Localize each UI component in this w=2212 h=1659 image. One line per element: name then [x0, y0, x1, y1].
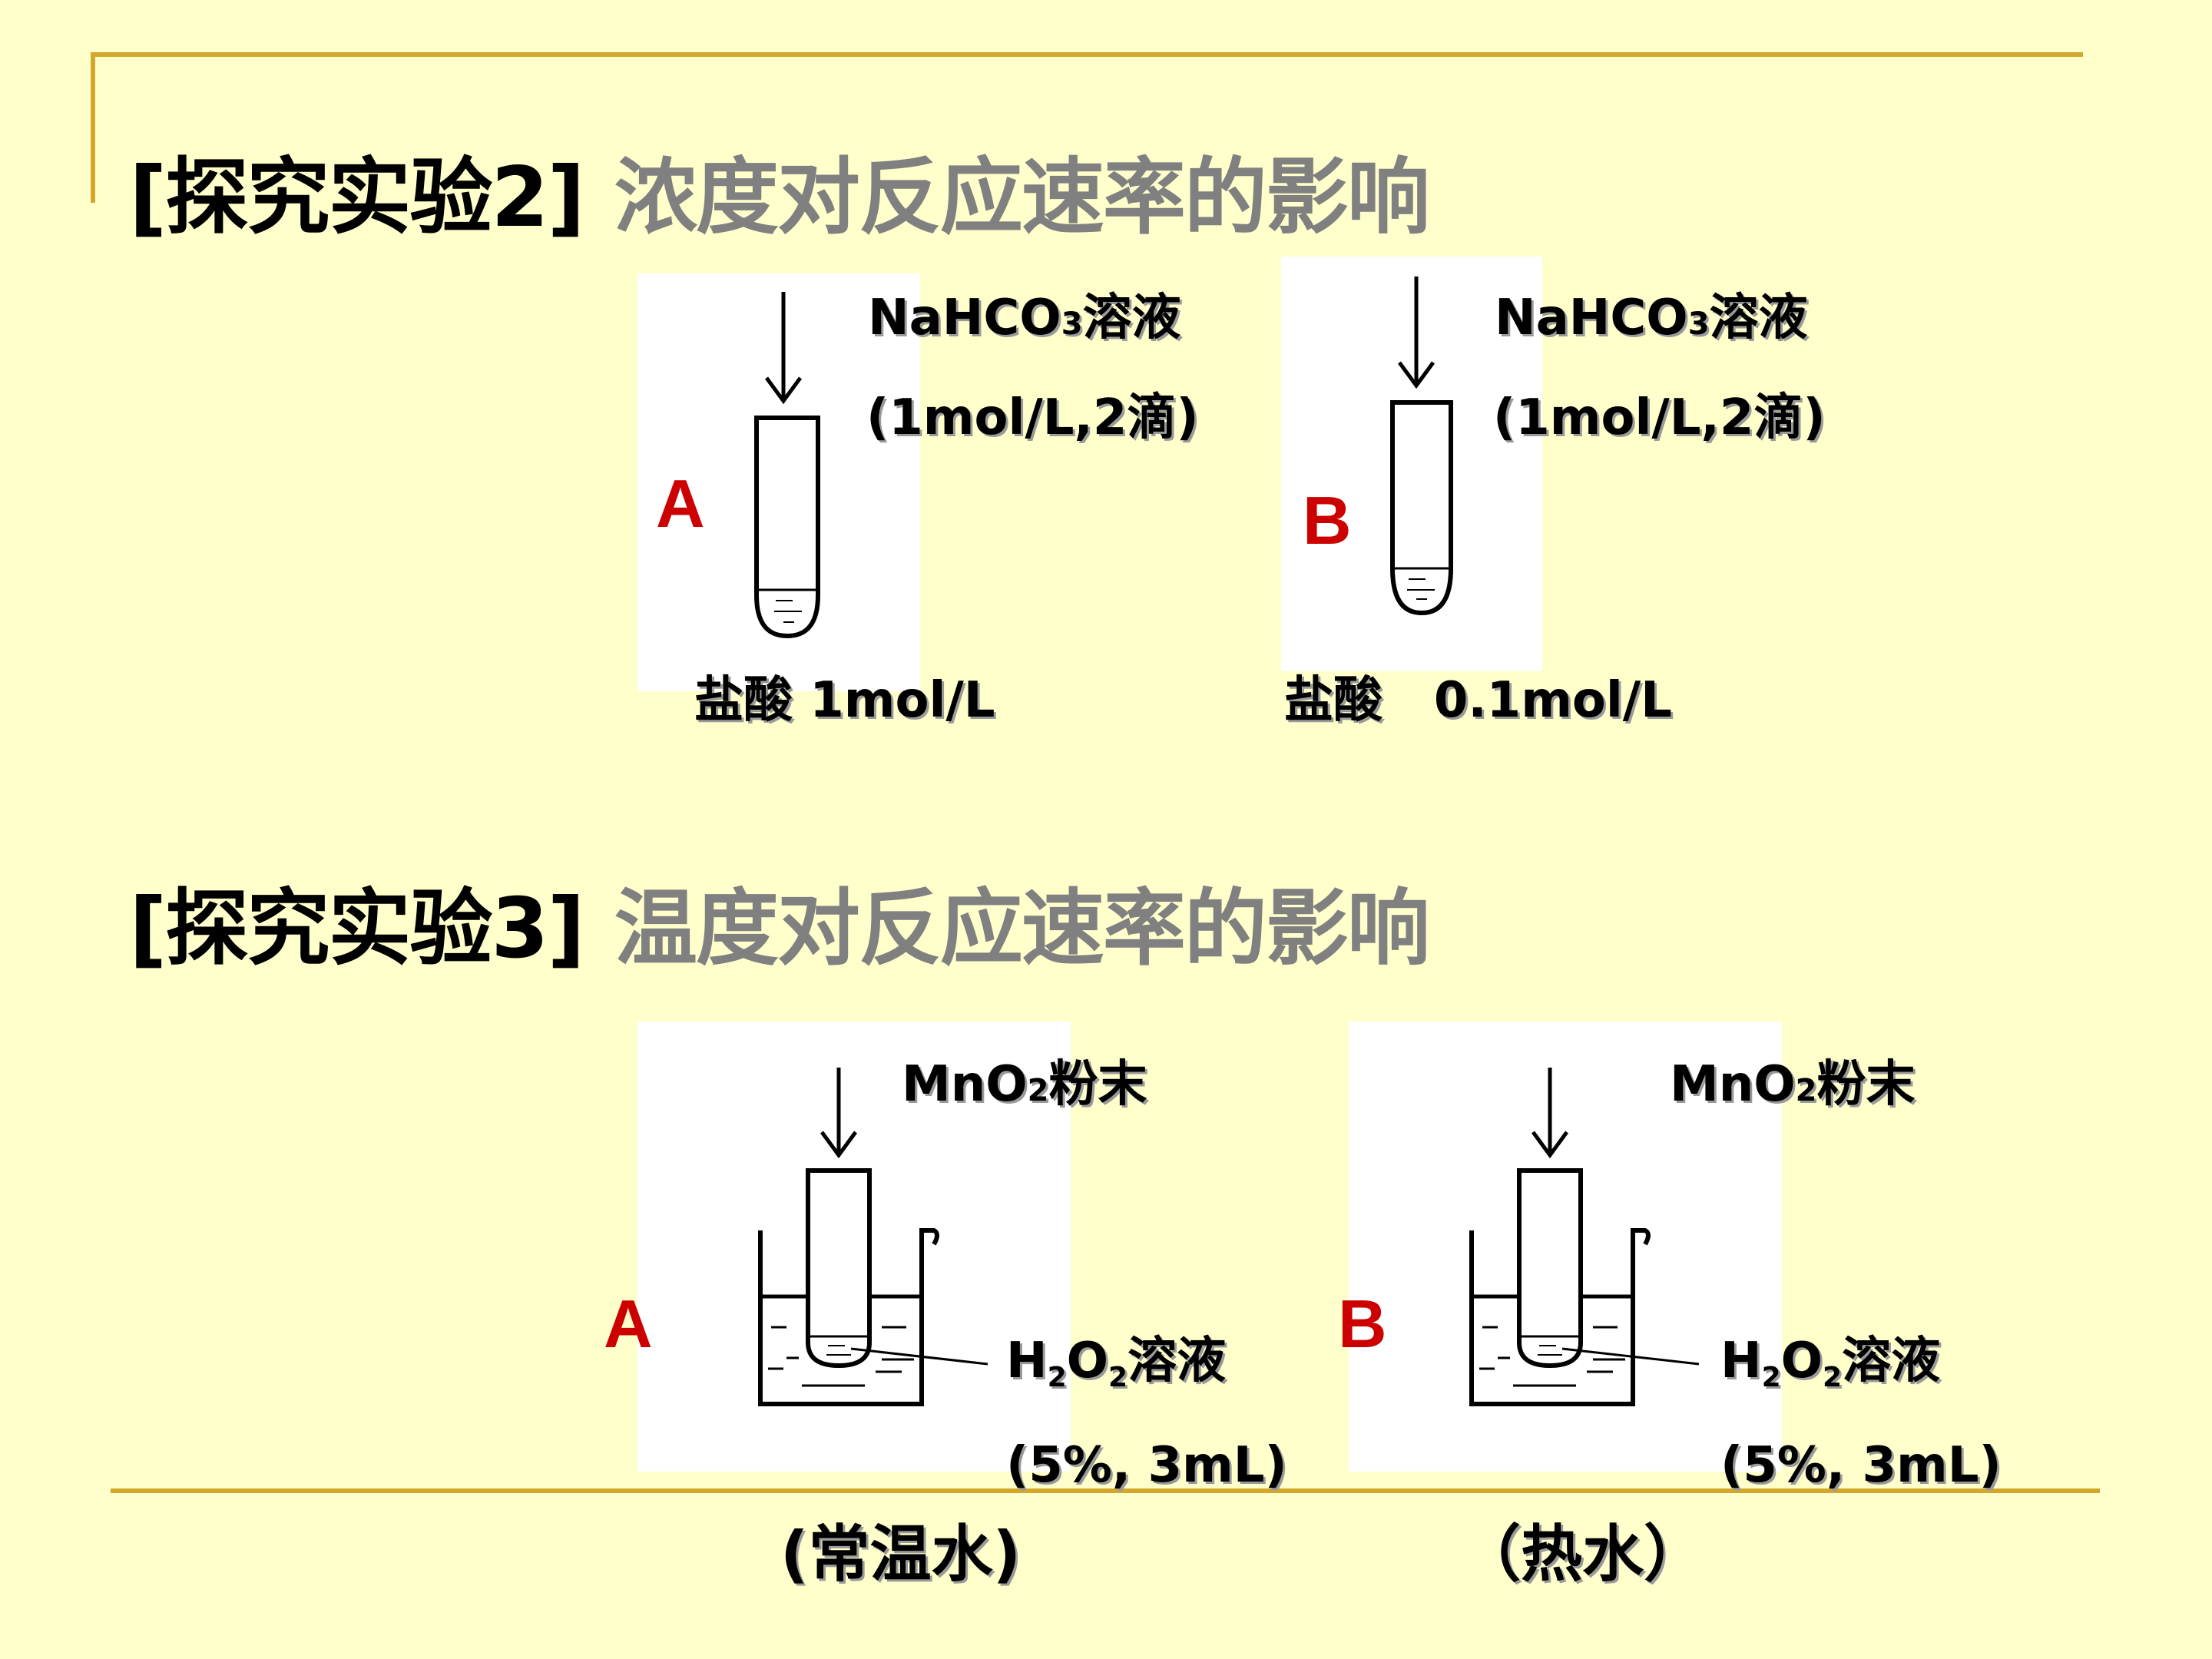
experiment3-title: [探究实验3]	[129, 881, 585, 977]
beaker-b-diagram	[1469, 1068, 1700, 1406]
bottom-rule	[111, 1488, 2100, 1493]
tubeB-acid-label: 盐酸 0.1mol/L	[1284, 672, 1672, 729]
tubeA-reagent-amount: (1mol/L,2滴)	[866, 389, 1199, 446]
experiment2-subtitle: 浓度对反应速率的影响	[614, 150, 1430, 246]
tubeA-acid-label: 盐酸 1mol/L	[694, 672, 995, 729]
test-tube-a-diagram	[754, 292, 820, 639]
top-rule	[91, 52, 2083, 57]
setupB-powder-label: MnO2粉末	[1670, 1056, 1916, 1113]
tubeB-reagent-label: NaHCO3溶液	[1495, 290, 1808, 346]
tubeA-reagent-label: NaHCO3溶液	[868, 290, 1181, 346]
setupA-solution-label: H2O2溶液	[1006, 1333, 1227, 1393]
beaker-a-diagram	[758, 1068, 988, 1406]
tubeB-reagent-amount: (1mol/L,2滴)	[1493, 389, 1826, 446]
experiment3-subtitle: 温度对反应速率的影响	[614, 881, 1430, 977]
experiment3-heading: [探究实验3]温度对反应速率的影响	[129, 888, 1430, 971]
tubeB-letter: B	[1303, 482, 1352, 558]
test-tube-b-diagram	[1390, 276, 1453, 616]
setupA-letter: A	[604, 1286, 653, 1362]
setupA-powder-label: MnO2粉末	[902, 1056, 1147, 1113]
left-rule	[91, 52, 95, 203]
experiment2-heading: [探究实验2]浓度对反应速率的影响	[129, 157, 1430, 240]
setupB-solution-amount: (5%, 3mL)	[1720, 1437, 2002, 1494]
setupB-condition: （热水）	[1459, 1518, 1705, 1590]
experiment2-title: [探究实验2]	[129, 150, 585, 246]
tubeA-letter: A	[656, 465, 705, 541]
setupA-condition: (常温水)	[780, 1518, 1022, 1590]
setupB-solution-label: H2O2溶液	[1720, 1333, 1941, 1393]
setupA-solution-amount: (5%, 3mL)	[1006, 1437, 1287, 1494]
setupB-letter: B	[1338, 1286, 1387, 1362]
